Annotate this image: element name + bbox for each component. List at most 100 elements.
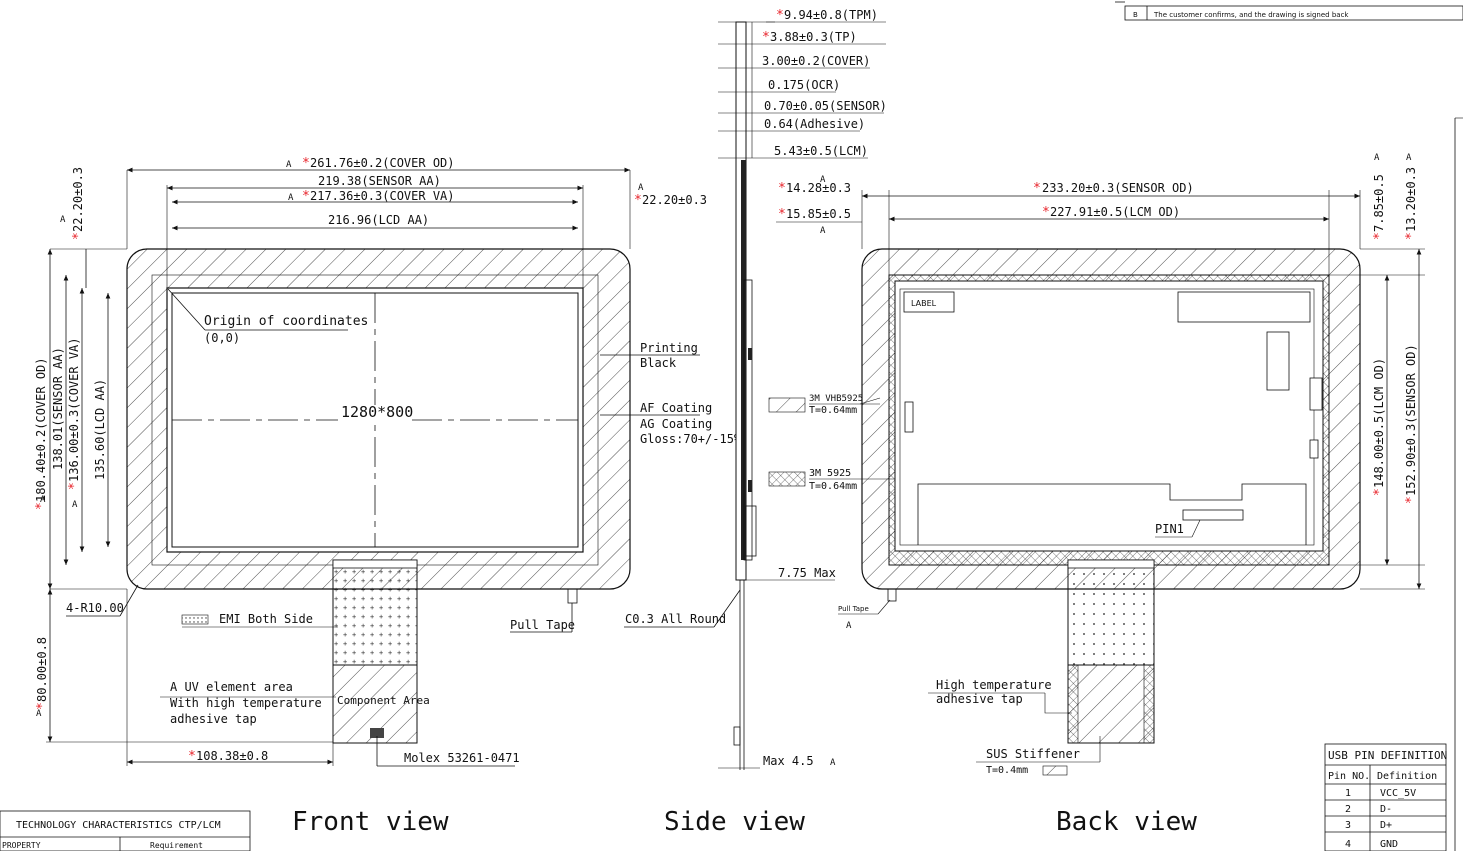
dim-v-sensor-aa: 138.01(SENSOR AA) [51,347,65,470]
dim-cover-va: 217.36±0.3(COVER VA) [310,189,455,203]
dim-left-offset: 22.20±0.3 [71,167,85,232]
tape2-swatch [768,471,806,487]
connector-label: Molex 53261-0471 [404,751,520,765]
front-star-2: * [302,189,310,204]
dim-sensor-aa: 219.38(SENSOR AA) [318,174,441,188]
side-star-1: * [776,8,784,23]
tech-col2: Requirement [150,841,203,850]
revision-note: B The customer confirms, and the drawing… [1115,1,1463,21]
front-star-4: * [34,502,49,510]
front-star-7: * [35,702,50,710]
front-star-6: * [71,232,86,240]
front-star-8: * [188,749,196,764]
side-view-title: Side view [664,807,805,837]
back-star-6: * [1404,496,1419,504]
tech-col1: PROPERTY [2,841,41,850]
back-tri-1: A [820,175,826,185]
dim-lcd-aa: 216.96(LCD AA) [328,213,429,227]
back-star-7: * [1372,232,1387,240]
dim-v1: 7.85±0.5 [1372,174,1386,232]
uv-label-1: A UV element area [170,680,293,694]
front-resolution: 1280*800 [341,403,413,421]
dim-v-lcd-aa: 135.60(LCD AA) [93,379,107,480]
origin-label: Origin of coordinates [204,314,368,329]
dim-right-offset: 22.20±0.3 [642,193,707,207]
dim-v-cover-va: 136.00±0.3(COVER VA) [67,338,81,483]
fpc-tail [332,559,418,666]
back-tri-2: A [820,226,826,236]
back-view-title: Back view [1056,807,1197,837]
usb-pin: 2 [1345,804,1351,815]
origin-coords: (0,0) [204,331,240,345]
back-star-2: * [1042,205,1050,220]
back-star-8: * [1404,232,1419,240]
dim-adhesive: 0.64(Adhesive) [764,117,865,131]
dim-v-sensor: 152.90±0.3(SENSOR OD) [1404,344,1418,496]
usb-def: GND [1380,839,1398,850]
side-star-2: * [762,30,770,45]
usb-table: USB PIN DEFINITION Pin NO. Definition 1 … [1324,743,1447,851]
high-temp-2: adhesive tap [936,692,1023,706]
dim-tail-length: 80.00±0.8 [35,637,49,702]
usb-title: USB PIN DEFINITION [1328,749,1447,762]
tape1-swatch [768,397,806,413]
dim-sensor-thk: 0.70±0.05(SENSOR) [764,99,887,113]
front-view-title: Front view [292,807,449,837]
usb-col2: Definition [1377,771,1437,782]
front-star-3: * [634,193,642,208]
back-tri-3: A [846,621,852,631]
component-area-label: Component Area [337,694,430,707]
front-tri-3: A [638,183,644,193]
usb-pin: 1 [1345,788,1351,799]
back-star-4: * [778,207,786,222]
dim-cover-od: 261.76±0.2(COVER OD) [310,156,455,170]
front-view: 1280*800 Origin of coordinates (0,0) Pri… [34,156,742,837]
back-star-3: * [778,181,786,196]
dim-tail-offset: 108.38±0.8 [196,749,268,763]
side-view: * 9.94±0.8(TPM) * 3.88±0.3(TP) 3.00±0.2(… [624,8,887,837]
front-tri-7: A [36,709,42,719]
ag-coating: AG Coating [640,417,712,431]
usb-pin: 4 [1345,839,1351,850]
back-tri-4: A [1374,153,1380,163]
printing-label: Printing [640,341,698,355]
back-label-box: LABEL [911,299,937,308]
usb-col1: Pin NO. [1328,771,1370,782]
dim-max-45: Max 4.5 [763,754,814,768]
pull-tape-label: Pull Tape [510,618,575,632]
front-tri-4: A [40,495,46,505]
chamfer-label: C0.3 All Round [625,612,726,626]
emi-label: EMI Both Side [219,612,313,626]
usb-pin: 3 [1345,820,1351,831]
dim-off2: 15.85±0.5 [786,207,851,221]
dim-v2: 13.20±0.3 [1404,167,1418,232]
usb-def: D+ [1380,820,1392,831]
tape1-thickness: T=0.64mm [809,405,857,416]
radius-label: 4-R10.00 [66,601,124,615]
revision-text: The customer confirms, and the drawing i… [1153,11,1349,19]
front-tri-6: A [60,215,66,225]
tape1-name: 3M VHB5925 [809,394,863,404]
front-tri-5: A [72,500,78,510]
dim-tpm: 9.94±0.8(TPM) [784,8,878,22]
printing-color: Black [640,356,677,370]
usb-def: D- [1380,804,1392,815]
pin1-label: PIN1 [1155,522,1184,536]
gloss: Gloss:70+/-15% [640,432,742,446]
back-pull-tape: Pull Tape [838,605,869,613]
dim-max-775: 7.75 Max [778,566,836,580]
front-star-1: * [302,156,310,171]
back-star-1: * [1033,181,1041,196]
high-temp-1: High temperature [936,678,1052,692]
uv-label-2: With high temperature [170,696,322,710]
tech-title: TECHNOLOGY CHARACTERISTICS CTP/LCM [16,820,221,831]
front-tri-2: A [288,193,294,203]
tape2-name: 3M 5925 [809,468,851,479]
af-coating: AF Coating [640,401,712,415]
dim-sensor-od: 233.20±0.3(SENSOR OD) [1042,181,1194,195]
revision-strip [1454,117,1463,851]
tech-table: TECHNOLOGY CHARACTERISTICS CTP/LCM PROPE… [0,810,251,851]
dim-off1: 14.28±0.3 [786,181,851,195]
tape2-thickness: T=0.64mm [809,481,857,492]
